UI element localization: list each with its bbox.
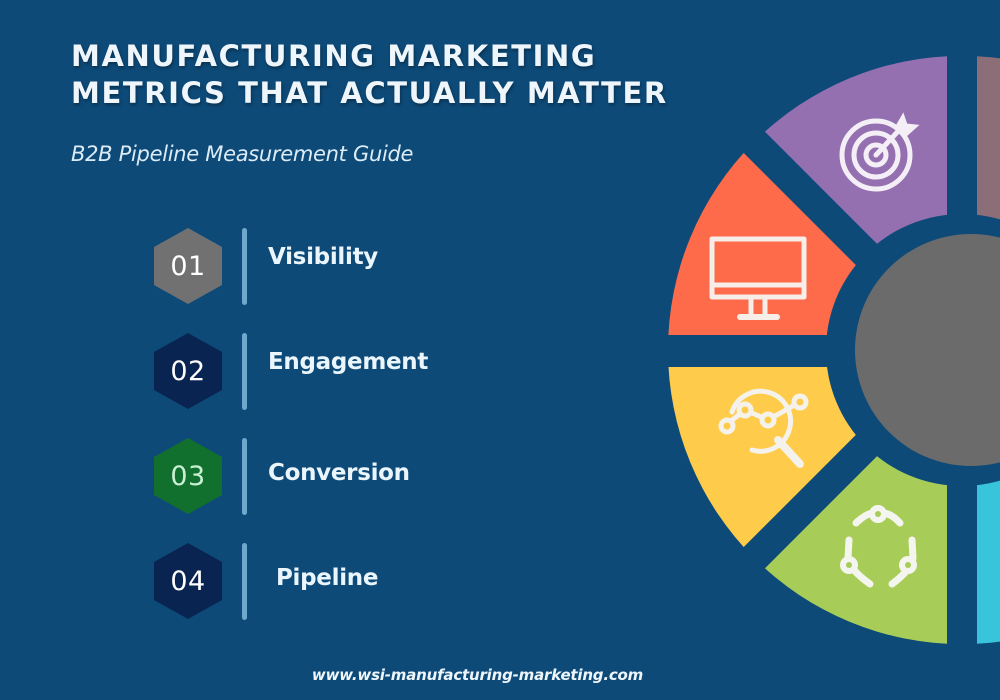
hexagon-badge: 04 — [154, 543, 222, 619]
hexagon-shape — [154, 543, 222, 619]
step-label: Pipeline — [276, 565, 379, 591]
monitor-icon — [709, 236, 807, 320]
step-number: 02 — [170, 355, 206, 387]
step-engagement: 02 Engagement — [154, 333, 474, 411]
step-label: Conversion — [268, 460, 410, 486]
title-line-2: METRICS THAT ACTUALLY MATTER — [71, 76, 668, 110]
network-cycle-icon — [840, 505, 917, 588]
step-visibility: 01 Visibility — [154, 228, 474, 306]
hexagon-badge: 02 — [154, 333, 222, 409]
divider-line — [242, 438, 247, 515]
hexagon-badge: 03 — [154, 438, 222, 514]
center-circle — [855, 234, 1000, 466]
analytics-search-icon — [718, 388, 809, 468]
divider-line — [242, 543, 247, 620]
target-icon — [839, 112, 920, 192]
footer-url[interactable]: www.wsi-manufacturing-marketing.com — [311, 666, 644, 684]
step-number: 03 — [170, 460, 206, 492]
hexagon-shape — [154, 438, 222, 514]
divider-line — [242, 333, 247, 410]
hexagon-badge: 01 — [154, 228, 222, 304]
step-number: 01 — [170, 250, 206, 282]
step-pipeline: 04 Pipeline — [154, 543, 474, 621]
step-number: 04 — [170, 565, 206, 597]
divider-line — [242, 228, 247, 305]
title-line-1: MANUFACTURING MARKETING — [71, 39, 597, 73]
hexagon-shape — [154, 333, 222, 409]
step-conversion: 03 Conversion — [154, 438, 474, 516]
step-label: Visibility — [268, 244, 378, 270]
subtitle: B2B Pipeline Measurement Guide — [71, 142, 414, 166]
page-title: MANUFACTURING MARKETING METRICS THAT ACT… — [71, 38, 668, 112]
hexagon-shape — [154, 228, 222, 304]
gap-horizontal — [640, 335, 840, 367]
step-label: Engagement — [268, 349, 429, 375]
